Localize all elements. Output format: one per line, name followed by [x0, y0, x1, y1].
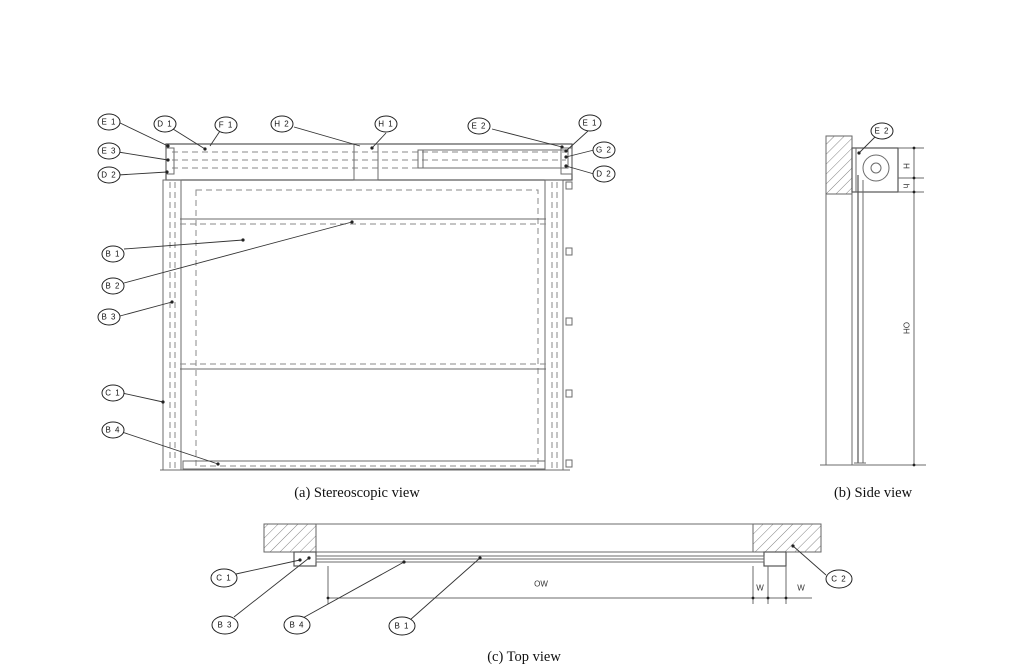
caption-stereoscopic: (a) Stereoscopic view [294, 485, 420, 501]
wall-anchors [565, 181, 573, 468]
svg-text:D 1: D 1 [157, 120, 172, 129]
label-bubble-g2: G 2 [592, 141, 616, 159]
label-bubble-e2-side: E 2 [870, 122, 894, 140]
dim-label-w-left: W [756, 584, 764, 593]
svg-text:E 3: E 3 [101, 147, 116, 156]
side-drum [862, 154, 890, 182]
label-bubble-h2: H 2 [270, 115, 294, 133]
label-bubble-b1-top: B 1 [388, 616, 416, 636]
label-bubble-c1-top: C 1 [210, 568, 238, 588]
curtain-outline [195, 189, 539, 467]
label-bubble-e2: E 2 [467, 117, 491, 135]
leader-lines-a [117, 121, 595, 465]
top-left-wall-hatch [263, 523, 317, 553]
svg-text:B 3: B 3 [217, 621, 232, 630]
label-bubble-b3-top: B 3 [211, 615, 239, 635]
label-bubble-d1: D 1 [153, 115, 177, 133]
svg-text:D 2: D 2 [596, 170, 611, 179]
svg-text:B 4: B 4 [105, 426, 120, 435]
svg-text:E 2: E 2 [471, 122, 486, 131]
label-bubble-b1: B 1 [101, 245, 125, 263]
svg-text:E 1: E 1 [101, 118, 116, 127]
right-guide-rail [544, 179, 564, 471]
left-guide-rail [162, 179, 182, 471]
label-bubble-b4-top: B 4 [283, 615, 311, 635]
top-view: OW W W C 1 C 2 B 3 B 4 B [210, 523, 853, 665]
label-bubble-c1: C 1 [101, 384, 125, 402]
label-bubble-b3: B 3 [97, 308, 121, 326]
svg-text:C 1: C 1 [216, 574, 231, 583]
label-bubble-b4: B 4 [101, 421, 125, 439]
svg-text:B 2: B 2 [105, 282, 120, 291]
svg-text:C 2: C 2 [831, 575, 846, 584]
dim-label-h-lower: h [902, 184, 911, 188]
top-box-housing [165, 143, 573, 181]
svg-text:D 2: D 2 [101, 171, 116, 180]
drum-shaft [417, 149, 569, 169]
svg-text:H 1: H 1 [378, 120, 393, 129]
top-right-rail [763, 551, 787, 567]
label-bubble-b2: B 2 [101, 277, 125, 295]
bottom-bar [182, 460, 546, 470]
dim-label-h-upper: H [902, 163, 911, 169]
label-bubble-c2-top: C 2 [825, 569, 853, 589]
top-right-wall-hatch [752, 523, 822, 553]
svg-text:E 1: E 1 [582, 119, 597, 128]
dim-label-w-right: W [797, 584, 805, 593]
right-end-bracket [560, 147, 573, 175]
svg-text:B 1: B 1 [105, 250, 120, 259]
leader-dots-a [161, 144, 568, 466]
label-bubble-d2-left: D 2 [97, 166, 121, 184]
svg-text:H 2: H 2 [274, 120, 289, 129]
svg-text:B 3: B 3 [101, 313, 116, 322]
label-bubble-d2-right: D 2 [592, 165, 616, 183]
motor-unit [353, 143, 379, 181]
svg-text:B 1: B 1 [394, 622, 409, 631]
svg-text:B 4: B 4 [289, 621, 304, 630]
caption-side: (b) Side view [834, 485, 913, 501]
label-bubble-e3: E 3 [97, 142, 121, 160]
svg-text:E 2: E 2 [874, 127, 889, 136]
side-view: H h OH E 2 (b) Side view [820, 122, 926, 501]
label-bubble-e1-left: E 1 [97, 113, 121, 131]
caption-top: (c) Top view [487, 649, 561, 665]
label-bubble-h1: H 1 [374, 115, 398, 133]
dim-label-oh: OH [902, 322, 911, 334]
svg-text:F 1: F 1 [219, 121, 234, 130]
label-bubble-e1-right: E 1 [578, 114, 602, 132]
stereoscopic-view: E 1 D 1 F 1 H 2 H 1 E 2 E 1 E 3 [97, 113, 616, 501]
svg-text:G 2: G 2 [596, 146, 612, 155]
side-box-housing [851, 147, 899, 193]
top-left-rail [293, 551, 317, 567]
label-bubble-f1: F 1 [214, 116, 238, 134]
side-wall-hatch [825, 135, 853, 195]
dim-label-ow: OW [534, 580, 548, 589]
left-end-bracket [165, 147, 175, 175]
svg-text:C 1: C 1 [105, 389, 120, 398]
